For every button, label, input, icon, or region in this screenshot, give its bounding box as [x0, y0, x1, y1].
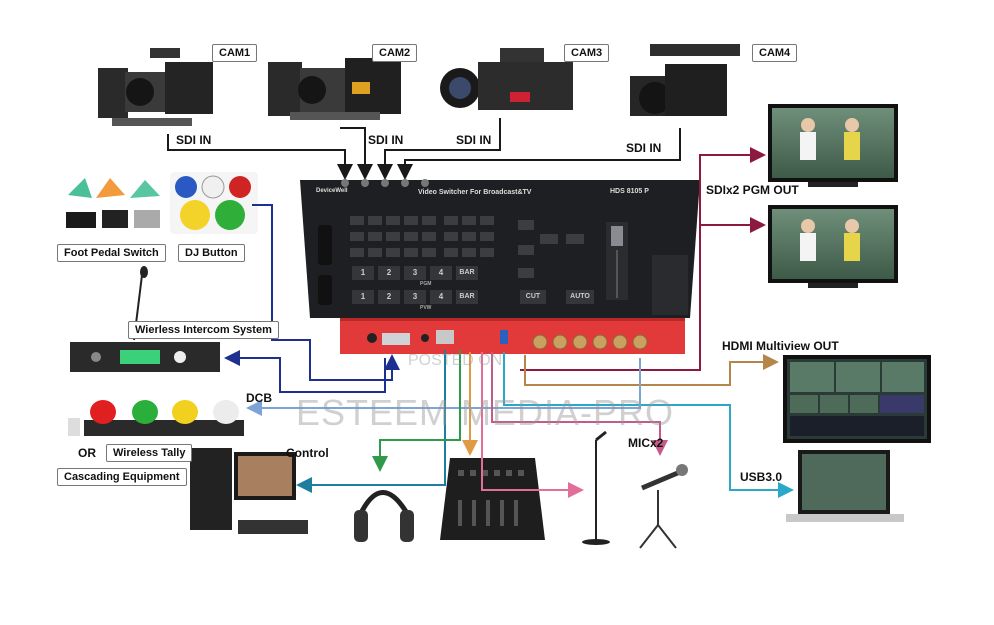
video-switcher — [300, 179, 700, 354]
camera-4 — [630, 44, 740, 116]
laptop — [786, 450, 904, 522]
cam4-label: CAM4 — [752, 44, 798, 62]
cascading-label: Cascading Equipment — [57, 468, 187, 486]
cut-button[interactable]: CUT — [520, 290, 546, 304]
pgm-out-cables — [520, 147, 766, 371]
foot-pedals — [66, 178, 160, 228]
mic-tripod — [639, 464, 688, 549]
pgm-button-3[interactable]: 3 — [404, 266, 426, 280]
pgm-button-row: 1 2 3 4 BAR — [352, 266, 478, 280]
cam2-label: CAM2 — [372, 44, 418, 62]
cam1-label: CAM1 — [212, 44, 258, 62]
dcb-cable — [246, 358, 641, 416]
device-model: HDS 8105 P — [610, 188, 649, 195]
device-title: Video Switcher For Broadcast&TV — [418, 189, 532, 196]
camera-3 — [440, 48, 573, 110]
tally-lights — [68, 400, 244, 436]
sdi-pgm-out-label: SDIx2 PGM OUT — [706, 183, 799, 197]
pvw-button-4[interactable]: 4 — [430, 290, 452, 304]
dj-buttons — [170, 172, 258, 234]
audio-mixer — [440, 458, 545, 540]
intercom-label: Wierless Intercom System — [128, 321, 279, 339]
wireless-tally-label: Wireless Tally — [106, 444, 193, 462]
pvw-label: PVW — [420, 305, 432, 311]
auto-button[interactable]: AUTO — [566, 290, 594, 304]
hdmi-multiview-label: HDMI Multiview OUT — [722, 339, 839, 353]
mic-label: MICx2 — [628, 436, 664, 450]
dj-cable — [252, 204, 400, 381]
or-label: OR — [78, 446, 96, 460]
mic-stand — [582, 430, 610, 545]
sdi-in-label-2: SDI IN — [368, 133, 404, 147]
hdmi-out-cable — [524, 354, 779, 386]
headphones — [354, 490, 414, 542]
device-brand: DeviceWell — [316, 188, 348, 194]
pvw-button-row: 1 2 3 4 BAR — [352, 290, 478, 304]
usb-label: USB3.0 — [740, 470, 783, 484]
headphone-cable — [372, 350, 461, 472]
camera-2 — [268, 58, 401, 120]
mic-cables — [481, 352, 668, 498]
sdi-in-label-1: SDI IN — [176, 133, 212, 147]
multiview-monitor — [783, 355, 931, 443]
sdi-in-label-3: SDI IN — [456, 133, 492, 147]
pgm-button-2[interactable]: 2 — [378, 266, 400, 280]
dcb-label: DCB — [246, 391, 272, 405]
foot-pedal-label: Foot Pedal Switch — [57, 244, 166, 262]
sdi-in-cables — [167, 118, 681, 180]
control-label: Control — [286, 446, 329, 460]
control-pc — [190, 448, 308, 534]
dj-button-label: DJ Button — [178, 244, 245, 262]
pgm-monitor-1 — [768, 104, 898, 187]
pvw-button-bar[interactable]: BAR — [456, 290, 478, 304]
pvw-button-1[interactable]: 1 — [352, 290, 374, 304]
pgm-button-1[interactable]: 1 — [352, 266, 374, 280]
sdi-in-label-4: SDI IN — [626, 141, 662, 155]
pvw-button-3[interactable]: 3 — [404, 290, 426, 304]
pvw-button-2[interactable]: 2 — [378, 290, 400, 304]
pgm-button-4[interactable]: 4 — [430, 266, 452, 280]
intercom-cable — [224, 350, 386, 393]
cam3-label: CAM3 — [564, 44, 610, 62]
usb-cable — [503, 352, 794, 498]
intercom-unit — [70, 266, 220, 372]
control-cable — [296, 350, 446, 493]
pgm-label: PGM — [420, 281, 432, 287]
pgm-button-bar[interactable]: BAR — [456, 266, 478, 280]
pgm-monitor-2 — [768, 205, 898, 288]
camera-1 — [98, 48, 213, 126]
